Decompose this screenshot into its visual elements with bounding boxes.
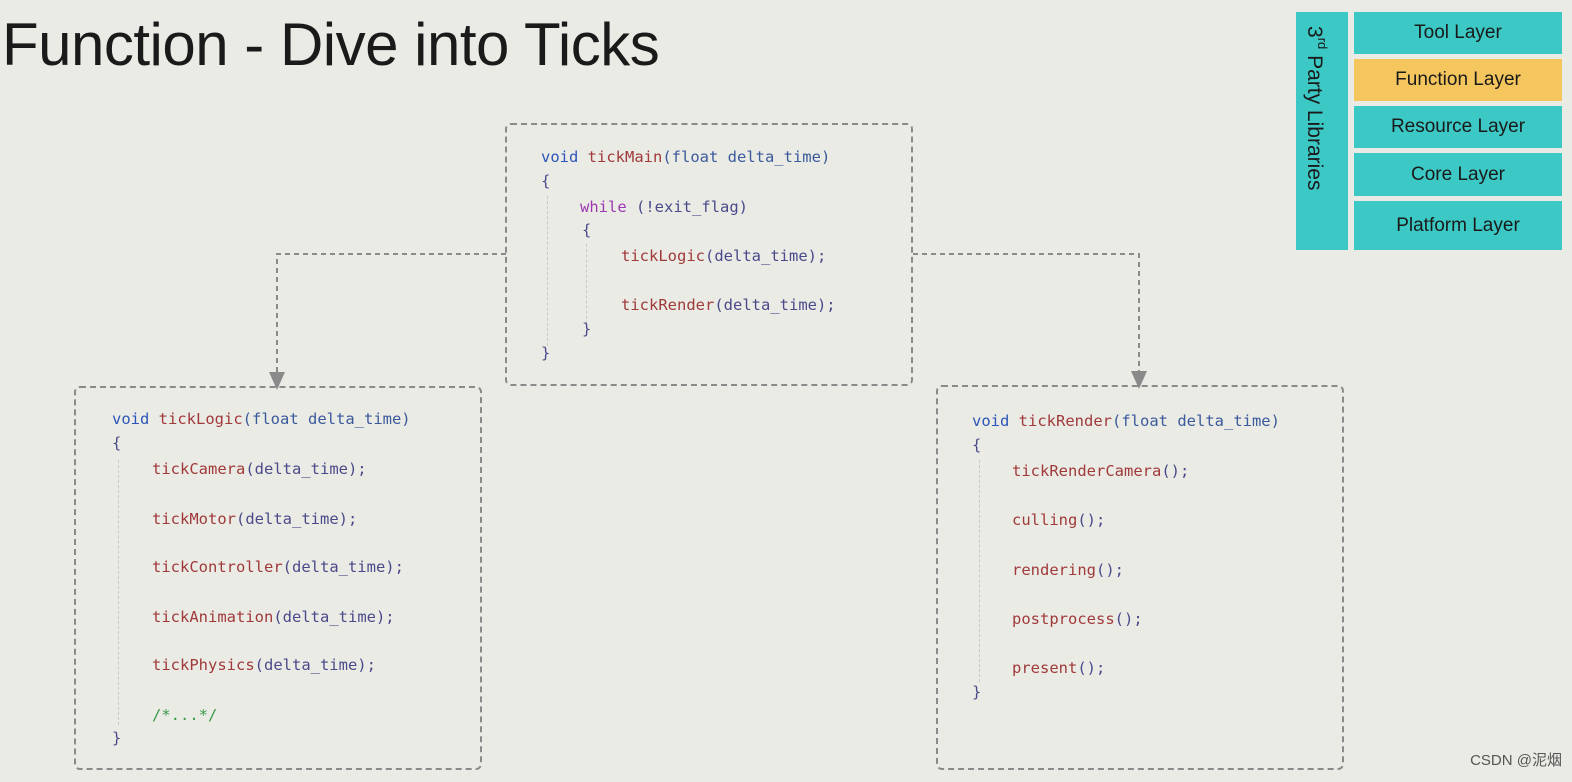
- keyword: void: [972, 412, 1010, 430]
- function-name: tickMain: [587, 148, 663, 166]
- code-line: tickAnimation(delta_time);: [152, 608, 395, 626]
- call-args: (delta_time);: [282, 558, 404, 576]
- tick-render-box: [936, 385, 1344, 770]
- brace: }: [541, 344, 551, 362]
- third-party-libraries-label: 3rd Party Libraries: [1303, 26, 1330, 191]
- function-name: postprocess: [1012, 610, 1115, 628]
- layer-core: Core Layer: [1354, 153, 1562, 196]
- third-party-libraries-bar: 3rd Party Libraries: [1296, 12, 1348, 250]
- code-line: tickPhysics(delta_time);: [152, 656, 376, 674]
- while-keyword: while: [580, 198, 627, 216]
- function-name: tickLogic: [621, 247, 705, 265]
- indent-guide: [979, 460, 980, 682]
- function-name: tickController: [152, 558, 283, 576]
- function-name: tickLogic: [158, 410, 243, 428]
- call-args: ();: [1114, 610, 1143, 628]
- function-name: tickAnimation: [152, 608, 274, 626]
- code-line: present();: [1012, 659, 1105, 677]
- call-args: (delta_time);: [245, 460, 367, 478]
- function-name: tickCamera: [152, 460, 246, 478]
- code-line: tickCamera(delta_time);: [152, 460, 367, 478]
- brace: {: [582, 221, 592, 239]
- function-name: tickRenderCamera: [1012, 462, 1162, 480]
- code-comment: /*...*/: [152, 706, 218, 724]
- tick-logic-code: void tickLogic(float delta_time) { tickC…: [112, 410, 411, 747]
- brace: }: [972, 683, 982, 701]
- connector-to-logic: [269, 253, 506, 390]
- call-args: (delta_time);: [236, 510, 358, 528]
- layer-function: Function Layer: [1354, 59, 1562, 101]
- connector-to-render: [913, 253, 1147, 389]
- layer-platform: Platform Layer: [1354, 201, 1562, 250]
- call-args: ();: [1096, 561, 1124, 579]
- indent-guide: [118, 460, 119, 725]
- tick-main-code: void tickMain(float delta_time) { while …: [541, 148, 836, 362]
- function-name: tickMotor: [152, 510, 236, 528]
- indent-guide: [547, 196, 548, 346]
- watermark: CSDN @泥烟: [1470, 752, 1562, 769]
- params: (float delta_time): [1112, 412, 1280, 430]
- while-condition: (!exit_flag): [626, 198, 748, 216]
- call-args: (delta_time);: [705, 247, 827, 265]
- code-line: postprocess();: [1012, 610, 1143, 628]
- function-name: tickPhysics: [152, 656, 255, 674]
- function-name: culling: [1012, 511, 1078, 529]
- tick-logic-box: [74, 386, 482, 770]
- function-name: present: [1012, 659, 1078, 677]
- keyword: void: [541, 148, 579, 166]
- brace: {: [541, 172, 551, 190]
- layer-resource: Resource Layer: [1354, 106, 1562, 148]
- params: (float delta_time): [662, 148, 831, 166]
- call-args: ();: [1077, 511, 1106, 529]
- code-line: rendering();: [1012, 561, 1124, 579]
- indent-guide: [586, 244, 587, 324]
- call-args: (delta_time);: [273, 608, 395, 626]
- code-line: tickRenderCamera();: [1012, 462, 1189, 480]
- call-args: ();: [1161, 462, 1190, 480]
- params: (float delta_time): [242, 410, 411, 428]
- code-line: culling();: [1012, 511, 1105, 529]
- layer-tool: Tool Layer: [1354, 12, 1562, 54]
- brace: {: [112, 434, 122, 452]
- brace: }: [582, 320, 592, 338]
- brace: {: [972, 436, 982, 454]
- function-name: tickRender: [621, 296, 715, 314]
- tick-main-box: [505, 123, 913, 386]
- page-title: Function - Dive into Ticks: [2, 11, 660, 78]
- function-name: rendering: [1012, 561, 1096, 579]
- tick-render-code: void tickRender(float delta_time) { tick…: [972, 412, 1280, 701]
- brace: }: [112, 729, 122, 747]
- call-args: (delta_time);: [254, 656, 376, 674]
- keyword: void: [112, 410, 150, 428]
- code-line: tickMotor(delta_time);: [152, 510, 357, 528]
- call-args: ();: [1077, 659, 1106, 677]
- call-args: (delta_time);: [714, 296, 836, 314]
- function-name: tickRender: [1018, 412, 1112, 430]
- code-line: tickController(delta_time);: [152, 558, 404, 576]
- engine-layer-diagram: 3rd Party Libraries Tool Layer Function …: [1296, 12, 1562, 250]
